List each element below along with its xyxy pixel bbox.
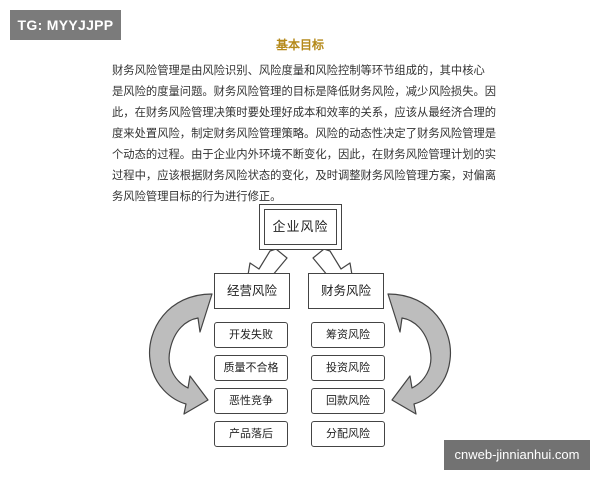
left-item-box: 产品落后 (214, 421, 288, 447)
right-branch-box: 财务风险 (308, 273, 384, 309)
paragraph-line: 财务风险管理是由风险识别、风险度量和风险控制等环节组成的，其中核心 (112, 64, 485, 77)
paragraph-line: 务风险管理目标的行为进行修正。 (112, 190, 282, 203)
right-item-box: 投资风险 (311, 355, 385, 381)
paragraph-line: 过程中，应该根据财务风险状态的变化，及时调整财务风险管理方案，对偏离财 (112, 169, 496, 182)
left-item-box: 质量不合格 (214, 355, 288, 381)
right-curved-arrow (387, 293, 452, 415)
left-item-box: 开发失败 (214, 322, 288, 348)
paragraph-line: 个动态的过程。由于企业内外环境不断变化，因此，在财务风险管理计划的实施 (112, 148, 496, 161)
right-item-box: 回款风险 (311, 388, 385, 414)
root-node-box: 企业风险 (259, 204, 342, 250)
left-item-box: 恶性竞争 (214, 388, 288, 414)
left-curved-arrow (148, 293, 213, 415)
tag-label: TG: MYYJJPP (10, 10, 121, 40)
root-node-label: 企业风险 (264, 209, 337, 245)
paragraph-line: 度来处置风险，制定财务风险管理策略。风险的动态性决定了财务风险管理是一 (112, 127, 496, 140)
right-item-box: 分配风险 (311, 421, 385, 447)
paragraph-line: 此，在财务风险管理决策时要处理好成本和效率的关系，应该从最经济合理的角 (112, 106, 496, 119)
left-branch-box: 经营风险 (214, 273, 290, 309)
watermark-label: cnweb-jinnianhui.com (444, 440, 590, 470)
right-item-box: 筹资风险 (311, 322, 385, 348)
body-paragraph: 财务风险管理是由风险识别、风险度量和风险控制等环节组成的，其中核心 是风险的度量… (112, 60, 496, 207)
section-heading: 基本目标 (275, 38, 324, 52)
paragraph-line: 是风险的度量问题。财务风险管理的目标是降低财务风险，减少风险损失。因 (112, 85, 496, 98)
